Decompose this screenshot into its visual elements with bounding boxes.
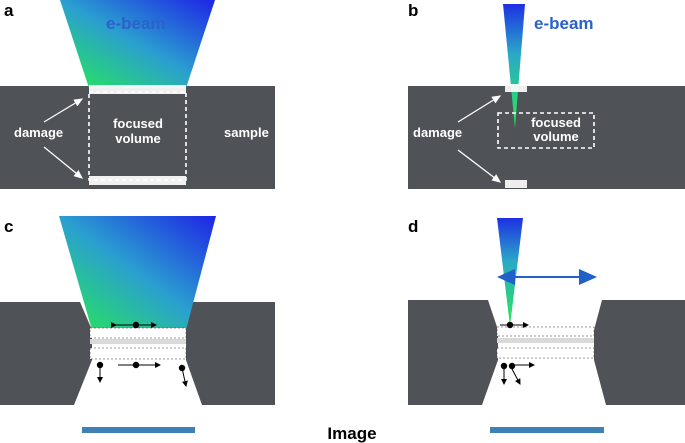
focused-label-line1: focused bbox=[531, 115, 581, 130]
damage-spot-bottom bbox=[505, 180, 527, 188]
atom-dot bbox=[132, 361, 140, 369]
focused-label-line2: volume bbox=[115, 131, 161, 146]
damage-layer bbox=[496, 326, 595, 337]
atom-dot bbox=[178, 364, 186, 372]
damage-label: damage bbox=[14, 125, 63, 140]
scatter-arrow bbox=[511, 368, 521, 385]
atom-dot bbox=[500, 362, 508, 370]
panel-a: a e-beam damage focused volume sample bbox=[0, 0, 275, 189]
panel-letter-d: d bbox=[408, 217, 418, 236]
panel-d: d bbox=[408, 217, 685, 433]
focused-label-line1: focused bbox=[113, 116, 163, 131]
image-label: Image bbox=[327, 424, 376, 443]
focused-region bbox=[89, 88, 186, 185]
damage-arrow-top bbox=[457, 95, 502, 123]
panel-letter-b: b bbox=[408, 1, 418, 20]
atom-dot bbox=[508, 362, 516, 370]
sample-slab bbox=[408, 86, 685, 189]
electron-beam bbox=[503, 4, 525, 128]
image-bar bbox=[490, 427, 604, 433]
sample-right bbox=[594, 300, 685, 405]
damage-arrow-top bbox=[43, 98, 84, 123]
damage-arrow-bottom bbox=[457, 149, 502, 183]
panel-letter-a: a bbox=[4, 1, 14, 20]
electron-beam bbox=[59, 216, 216, 330]
atom-dot bbox=[132, 321, 140, 329]
damage-layer bbox=[497, 338, 594, 343]
electron-beam bbox=[60, 0, 215, 88]
sample-left bbox=[0, 302, 92, 405]
damage-layer bbox=[496, 347, 595, 359]
sample-label: sample bbox=[224, 125, 269, 140]
damage-layer-top bbox=[89, 85, 186, 94]
atom-dot bbox=[96, 361, 104, 369]
panel-letter-c: c bbox=[4, 217, 13, 236]
electron-beam bbox=[497, 218, 523, 326]
beam-label: e-beam bbox=[534, 14, 594, 33]
damage-spot-top bbox=[505, 84, 527, 92]
panel-b: b e-beam damage focused volume bbox=[408, 1, 685, 189]
sample-right bbox=[186, 302, 275, 405]
atom-dot bbox=[506, 321, 514, 329]
scattering-symbols bbox=[96, 321, 188, 387]
focused-label-line2: volume bbox=[533, 129, 579, 144]
panel-c: c bbox=[0, 216, 275, 433]
damage-arrow-bottom bbox=[43, 146, 84, 179]
sample-left bbox=[408, 300, 498, 405]
focused-volume-box bbox=[497, 112, 595, 149]
scattering-symbols bbox=[500, 321, 535, 385]
beam-label: e-beam bbox=[106, 14, 166, 33]
image-bar bbox=[82, 427, 195, 433]
focused-volume-box bbox=[88, 91, 187, 181]
damage-label: damage bbox=[413, 125, 462, 140]
damage-layer bbox=[90, 339, 186, 344]
damage-layer bbox=[89, 327, 187, 339]
damage-layer bbox=[89, 347, 187, 360]
